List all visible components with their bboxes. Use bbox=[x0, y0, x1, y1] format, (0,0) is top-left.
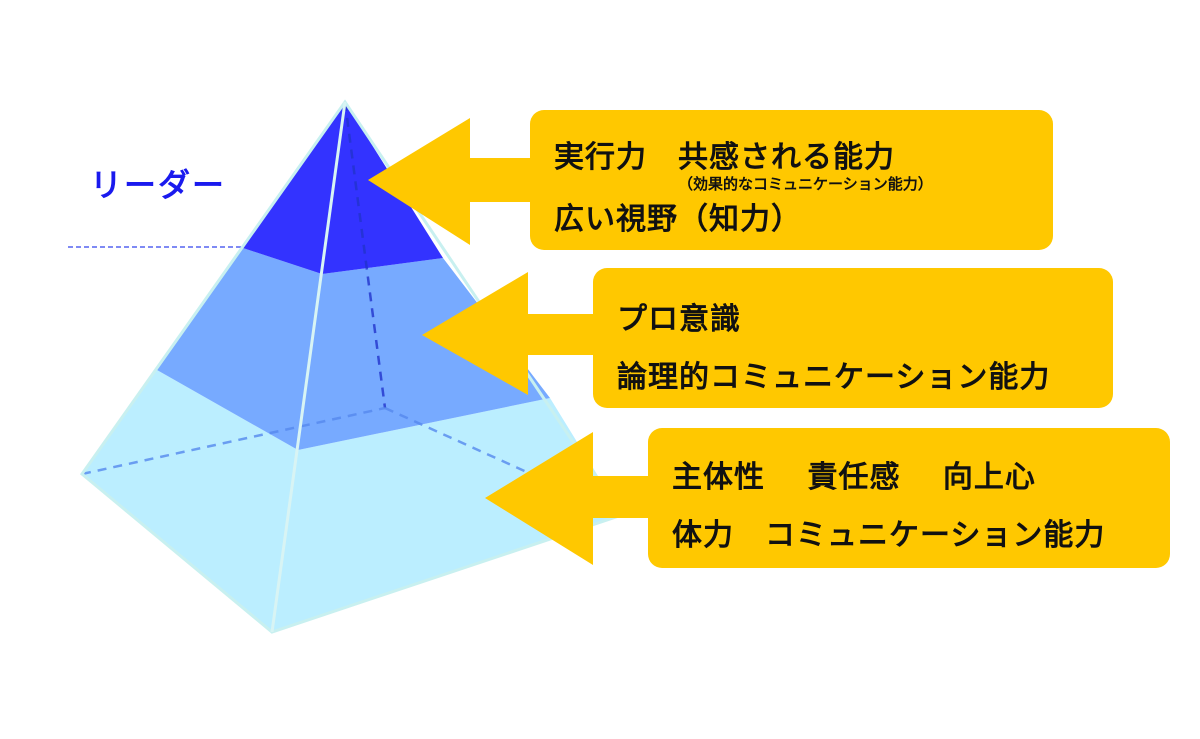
callout-leader: 実行力 共感される能力 （効果的なコミュニケーション能力） 広い視野（知力） bbox=[530, 110, 1053, 250]
callout-line-1: 主体性 責任感 向上心 bbox=[672, 460, 1036, 495]
pyramid-middle-layer bbox=[157, 248, 550, 450]
pyramid-top-layer bbox=[243, 102, 443, 274]
pyramid-front-edge bbox=[270, 101, 347, 633]
callout-middle: プロ意識 論理的コミュニケーション能力 bbox=[593, 268, 1113, 408]
callout-line-2: 体力 コミュニケーション能力 bbox=[672, 518, 1106, 553]
arrow-bottom bbox=[485, 432, 652, 565]
callout-line-2: 論理的コミュニケーション能力 bbox=[617, 360, 1051, 395]
arrow-top bbox=[368, 118, 535, 245]
leader-label: リーダー bbox=[90, 166, 227, 204]
callout-line-2: 広い視野（知力） bbox=[554, 202, 802, 237]
callout-line-1: プロ意識 bbox=[617, 302, 741, 337]
callout-note: （効果的なコミュニケーション能力） bbox=[678, 175, 933, 193]
arrow-middle bbox=[422, 272, 598, 395]
callout-line-1: 実行力 共感される能力 bbox=[554, 140, 895, 175]
callout-base: 主体性 責任感 向上心 体力 コミュニケーション能力 bbox=[648, 428, 1170, 568]
pyramid-bottom-layer bbox=[82, 370, 622, 632]
